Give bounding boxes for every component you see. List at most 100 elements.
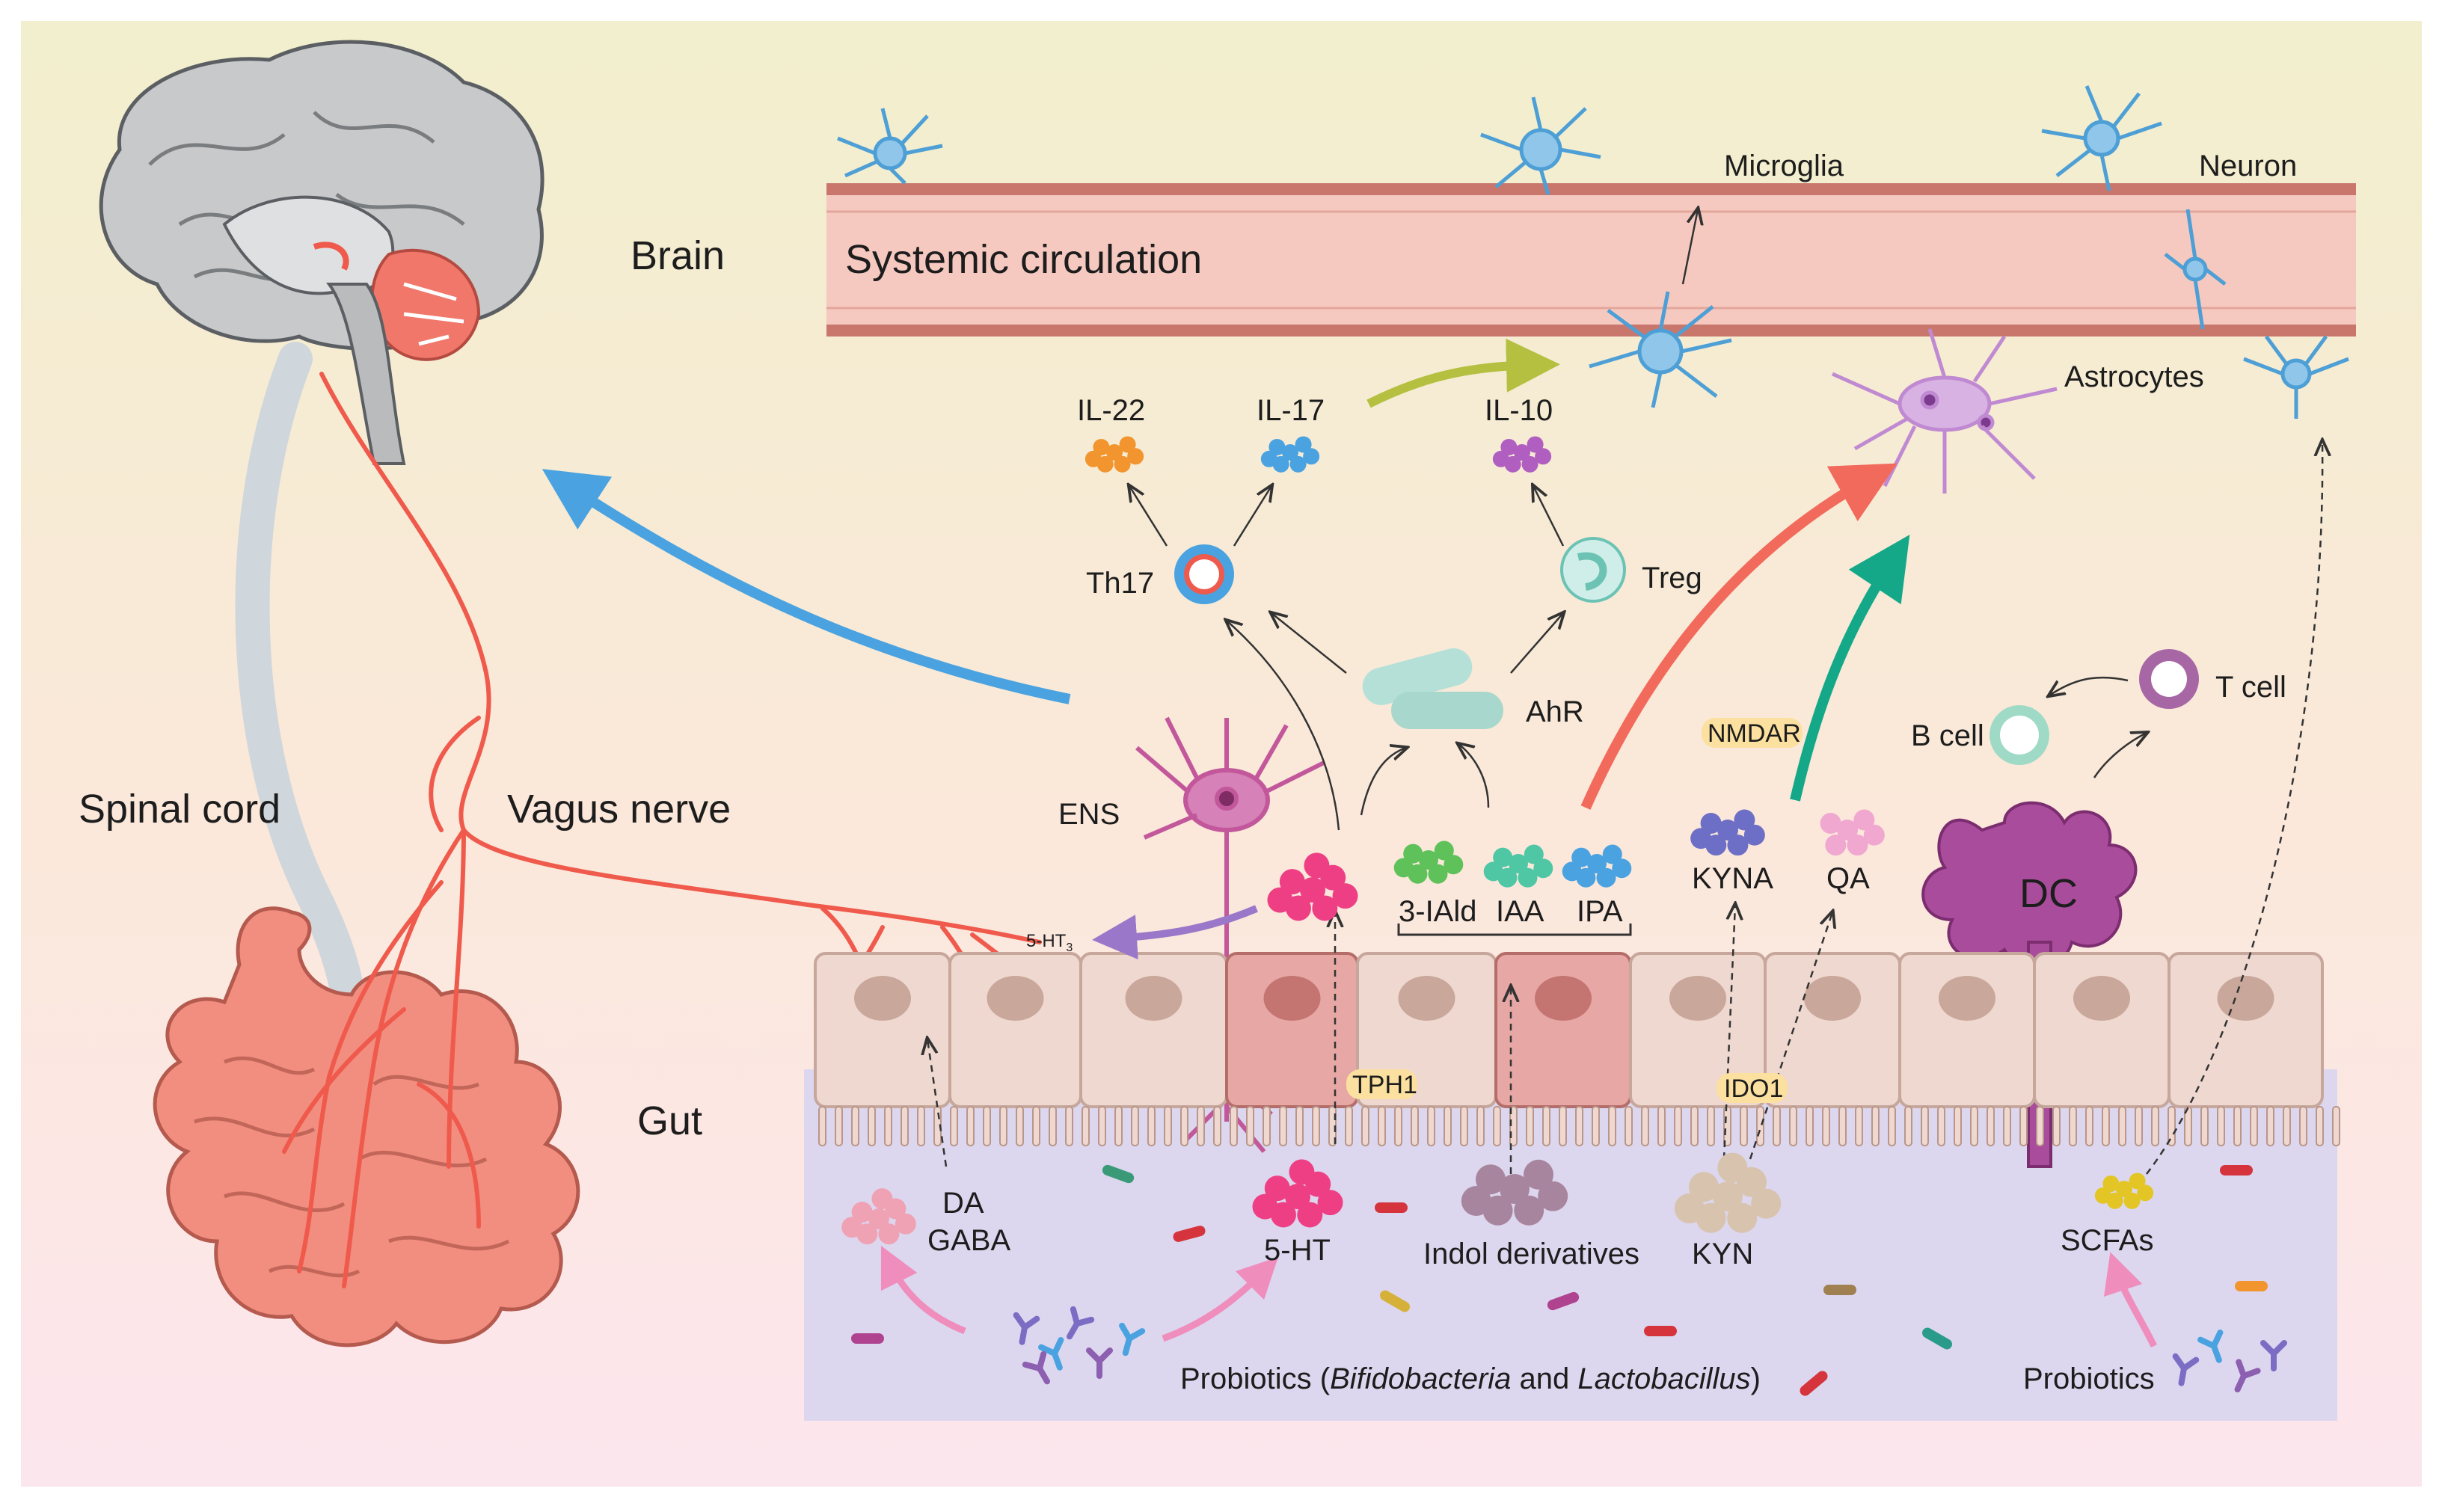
kyna-cluster xyxy=(1690,809,1765,856)
ahr-receptor xyxy=(1362,648,1503,729)
microvillus xyxy=(2003,1106,2011,1146)
il22-cluster xyxy=(1085,436,1144,473)
microvillus xyxy=(1806,1106,1814,1146)
microvillus xyxy=(1904,1106,1912,1146)
scfas-cluster xyxy=(2094,1173,2154,1209)
microvillus xyxy=(1180,1106,1188,1146)
microvillus xyxy=(1888,1106,1896,1146)
microvillus xyxy=(2283,1106,2291,1146)
microvillus xyxy=(2102,1106,2110,1146)
red-arrow-to-astrocytes xyxy=(1580,463,1898,810)
bacterium xyxy=(1102,1164,1135,1184)
microvillus xyxy=(1921,1106,1929,1146)
astrocyte-icon xyxy=(1831,328,2058,494)
microvillus xyxy=(1147,1106,1156,1146)
microvillus xyxy=(2019,1106,2028,1146)
bacterium xyxy=(1644,1326,1677,1336)
label-kyn: KYN xyxy=(1692,1238,1753,1270)
label-brain: Brain xyxy=(631,233,725,278)
epithelium xyxy=(814,952,2324,1108)
molecule-clusters xyxy=(841,436,2154,1245)
microvillus xyxy=(1987,1106,1995,1146)
blue-arrow-to-brain xyxy=(542,469,1071,704)
bacterium xyxy=(1547,1291,1580,1311)
microvillus xyxy=(1542,1106,1550,1146)
label-indol-derivatives: Indol derivatives xyxy=(1423,1238,1639,1270)
bacterium xyxy=(1380,1290,1410,1312)
label-tph1: TPH1 xyxy=(1352,1071,1417,1099)
microvillus xyxy=(1723,1106,1731,1146)
tph1-badge xyxy=(1346,1069,1417,1099)
th17-cell xyxy=(1174,544,1234,604)
microvillus xyxy=(1295,1106,1304,1146)
microvillus xyxy=(1049,1106,1057,1146)
brain-icon xyxy=(99,40,544,465)
label-3-iald: 3-IAld xyxy=(1399,895,1477,928)
indol-cluster xyxy=(1461,1159,1568,1226)
microvillus xyxy=(1394,1106,1402,1146)
cell-nucleus xyxy=(1804,976,1861,1021)
label-5ht: 5-HT xyxy=(1264,1234,1331,1267)
cell-nucleus xyxy=(1263,976,1321,1021)
pink-arrow-to-da-gaba xyxy=(880,1245,966,1335)
cell-nucleus xyxy=(1125,976,1182,1021)
label-probiotics: Probiotics (Bifidobacteria and Lactobaci… xyxy=(1180,1362,1761,1395)
microvillus xyxy=(2233,1106,2242,1146)
microvillus xyxy=(1312,1106,1320,1146)
microvillus xyxy=(1197,1106,1205,1146)
microvillus xyxy=(1164,1106,1172,1146)
label-spinal-cord: Spinal cord xyxy=(79,787,280,832)
microvillus xyxy=(1822,1106,1830,1146)
microvillus xyxy=(1476,1106,1485,1146)
microvillus xyxy=(1855,1106,1863,1146)
bacterium xyxy=(1800,1371,1828,1396)
label-il10: IL-10 xyxy=(1485,394,1553,427)
microvillus xyxy=(2316,1106,2324,1146)
pink-arrow-to-scfas xyxy=(2103,1252,2158,1348)
label-probiotics-right: Probiotics xyxy=(2023,1362,2155,1395)
microvillus xyxy=(2052,1106,2061,1146)
cell-nucleus xyxy=(1939,976,1995,1021)
label-kyna: KYNA xyxy=(1692,862,1773,895)
bacteria-icon xyxy=(851,1164,2287,1396)
ht-cluster-top xyxy=(1267,852,1358,921)
microvillus xyxy=(2168,1106,2176,1146)
microvillus xyxy=(1279,1106,1287,1146)
bacterium xyxy=(2235,1281,2268,1291)
label-microglia: Microglia xyxy=(1724,150,1844,182)
cell-nucleus xyxy=(1669,976,1726,1021)
label-astrocytes: Astrocytes xyxy=(2064,360,2204,393)
cell-nucleus xyxy=(1535,976,1592,1021)
qa-cluster xyxy=(1820,809,1885,856)
microvillus xyxy=(1970,1106,1978,1146)
microvillus xyxy=(2135,1106,2143,1146)
bacterium xyxy=(1922,1327,1952,1350)
kyn-cluster xyxy=(1674,1152,1782,1233)
label-iaa: IAA xyxy=(1496,895,1544,928)
label-t-cell: T cell xyxy=(2215,671,2286,704)
microvillus xyxy=(1641,1106,1649,1146)
il17-cluster xyxy=(1260,436,1320,473)
microvillus xyxy=(1131,1106,1139,1146)
label-nmdar: NMDAR xyxy=(1708,719,1801,748)
label-gut: Gut xyxy=(637,1098,702,1143)
ipa-cluster xyxy=(1562,844,1632,888)
microvillus xyxy=(1707,1106,1715,1146)
microvillus xyxy=(1592,1106,1600,1146)
microvillus xyxy=(1246,1106,1254,1146)
microvillus xyxy=(1954,1106,1962,1146)
probiotic-bacterium xyxy=(2172,1353,2200,1386)
microvillus xyxy=(2200,1106,2209,1146)
purple-arrow-to-receptor xyxy=(1092,905,1258,960)
probiotic-bacterium xyxy=(2197,1330,2224,1363)
label-il22: IL-22 xyxy=(1077,394,1145,427)
iald-cluster xyxy=(1393,840,1464,884)
label-il17: IL-17 xyxy=(1257,394,1325,427)
label-neuron: Neuron xyxy=(2199,150,2297,182)
bacterium xyxy=(851,1333,884,1344)
microvillus xyxy=(851,1106,859,1146)
microvillus xyxy=(1690,1106,1699,1146)
microvillus xyxy=(1082,1106,1090,1146)
label-systemic-circulation: Systemic circulation xyxy=(845,237,1202,282)
microvillus xyxy=(835,1106,843,1146)
